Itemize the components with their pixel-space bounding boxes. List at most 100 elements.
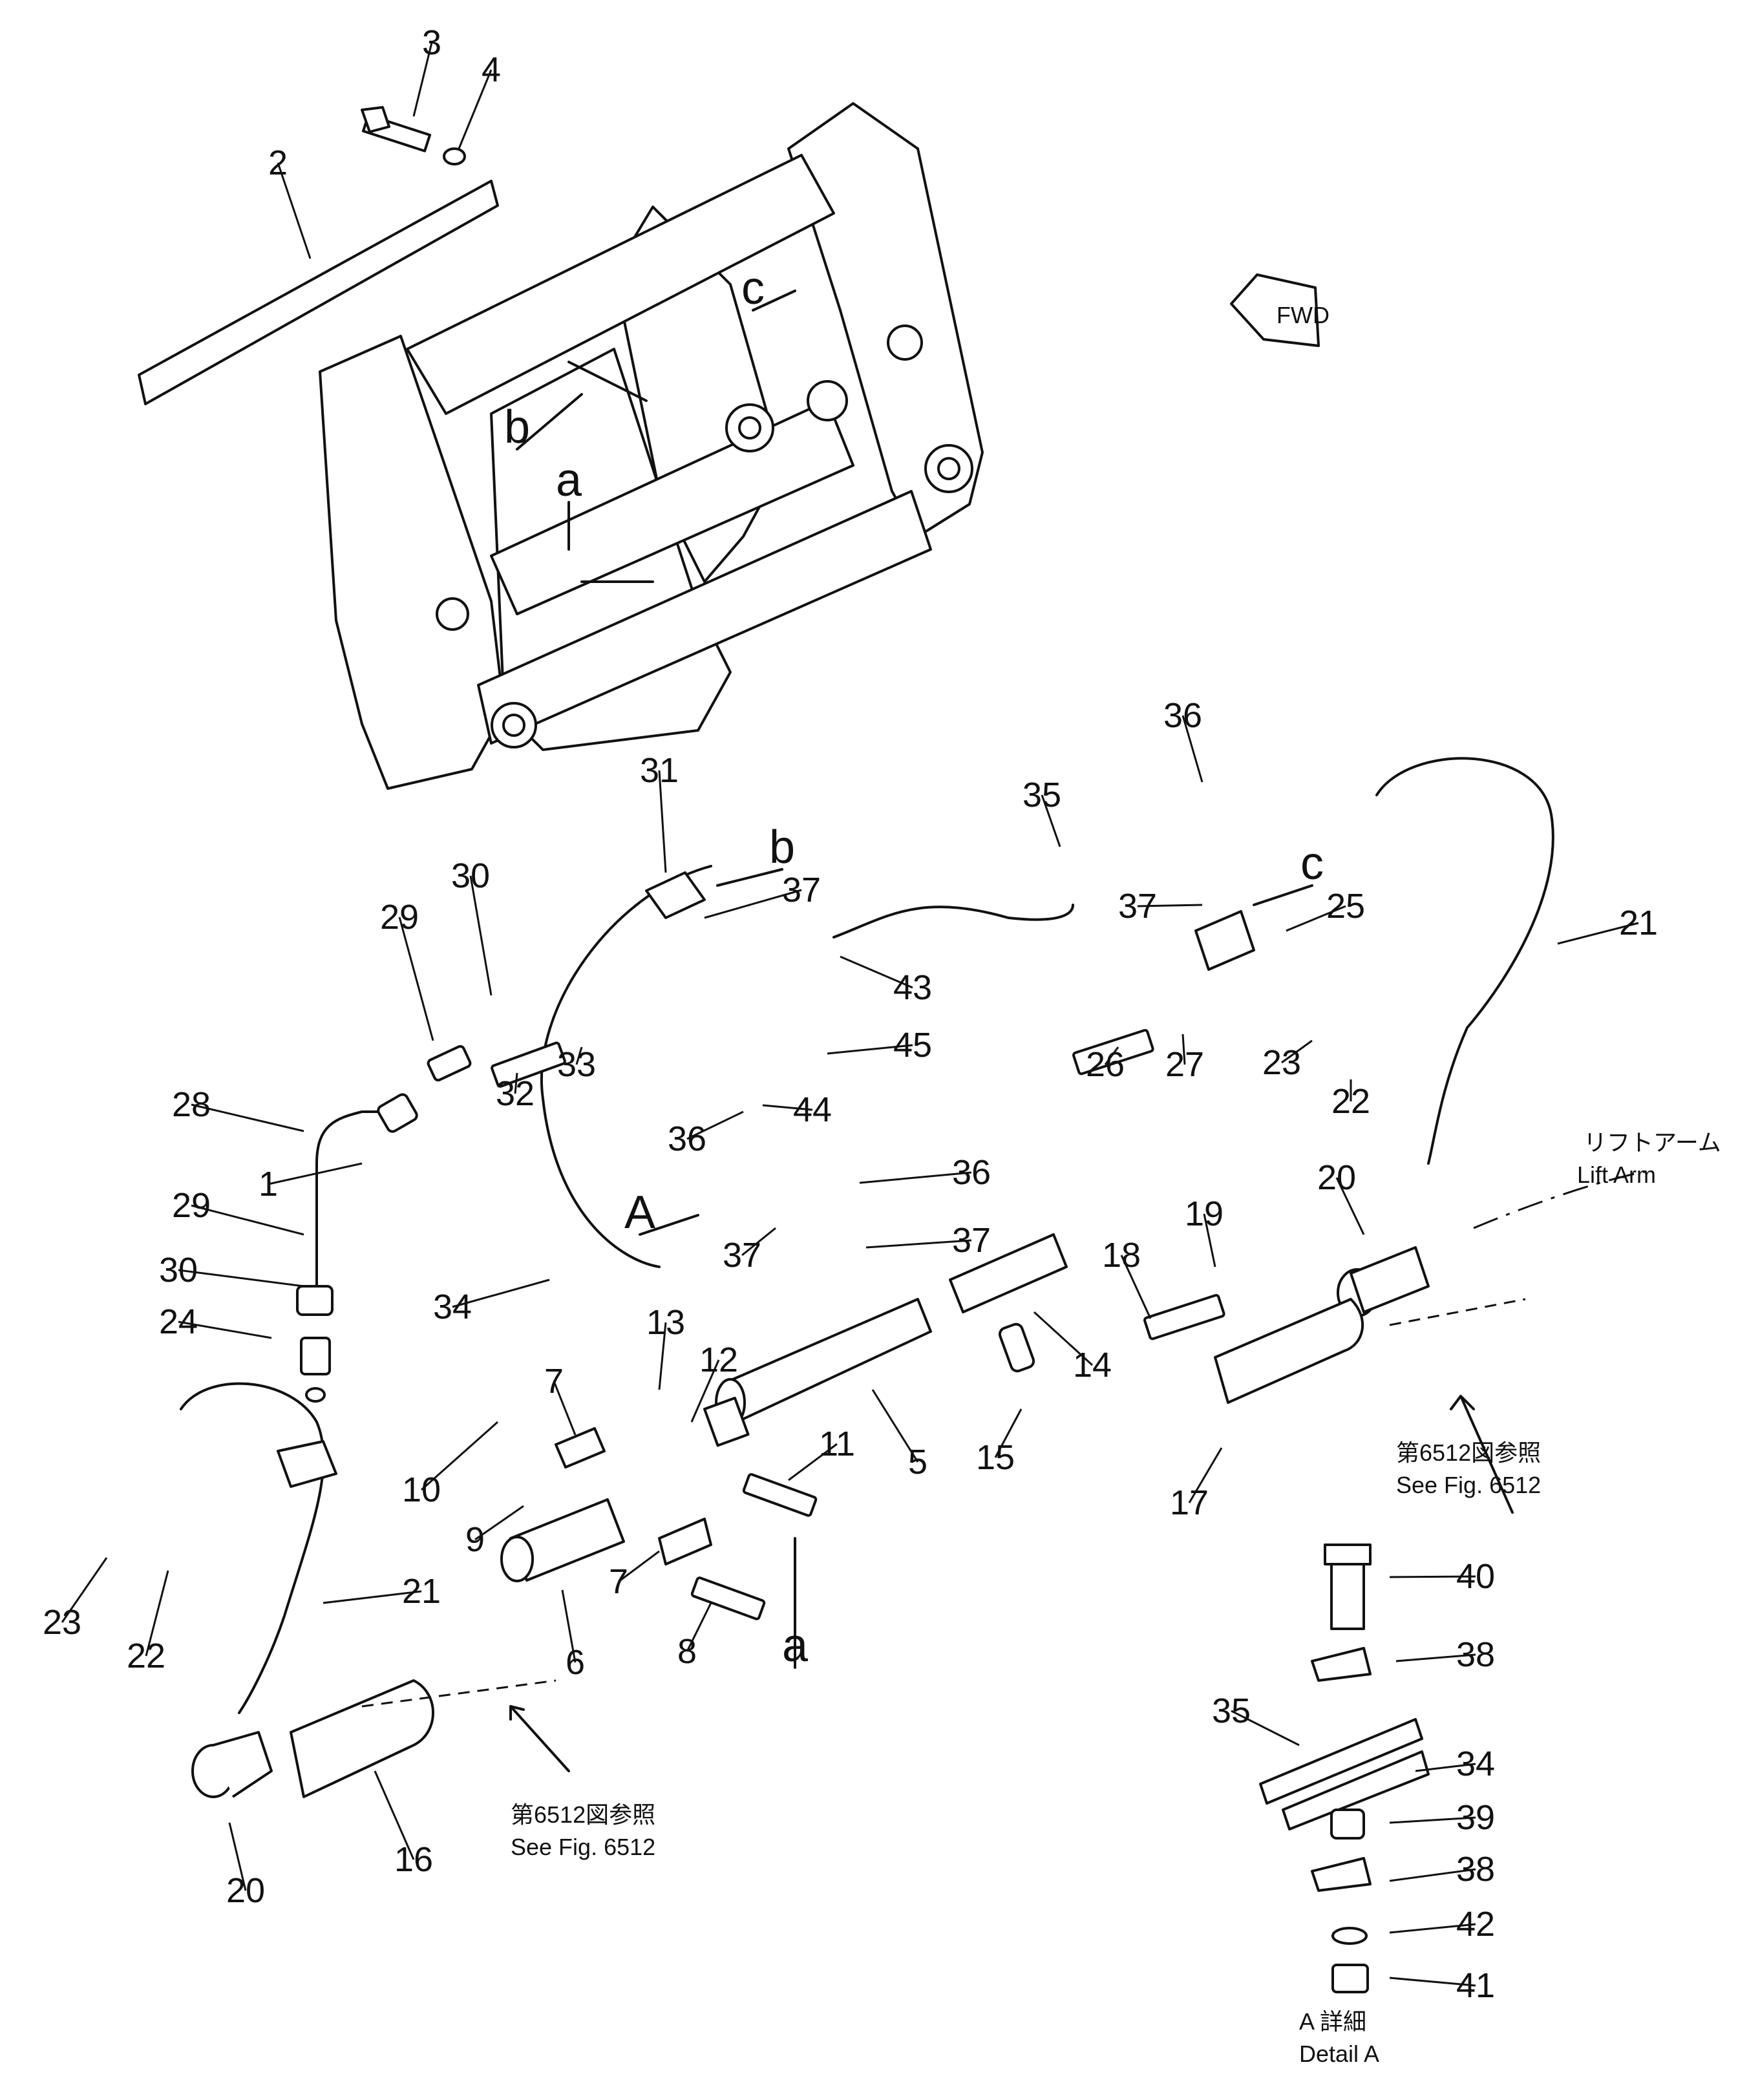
part-callout-16: 16 bbox=[394, 1840, 433, 1879]
callout-leader bbox=[1389, 1575, 1476, 1578]
leader-see-fig-right bbox=[1450, 1395, 1514, 1514]
pipe-28 bbox=[296, 1093, 418, 1316]
washer-4 bbox=[443, 147, 466, 165]
part-callout-17: 17 bbox=[1170, 1483, 1209, 1522]
part-callout-38: 38 bbox=[1456, 1850, 1495, 1889]
callout-leader bbox=[1557, 922, 1639, 945]
part-callout-9: 9 bbox=[465, 1520, 485, 1559]
callout-leader bbox=[704, 889, 802, 919]
part-callout-21: 21 bbox=[1619, 904, 1658, 942]
callout-leader bbox=[421, 1421, 498, 1491]
pin-boss bbox=[436, 597, 469, 631]
nut-41 bbox=[1331, 1964, 1369, 1993]
part-callout-37: 37 bbox=[723, 1236, 761, 1275]
part-callout-35: 35 bbox=[1212, 1692, 1251, 1730]
lift-arm-jp: リフトアーム bbox=[1584, 1129, 1721, 1156]
part-callout-12: 12 bbox=[699, 1341, 738, 1379]
part-callout-30: 30 bbox=[159, 1251, 198, 1289]
reference-arrow bbox=[516, 393, 583, 451]
part-callout-2: 2 bbox=[268, 143, 288, 182]
callout-leader bbox=[1041, 794, 1061, 847]
callout-leader bbox=[412, 42, 433, 117]
part-callout-41: 41 bbox=[1456, 1966, 1495, 2005]
hose-continuation-right bbox=[1389, 1298, 1526, 1326]
detail-a-jp: A 詳細 bbox=[1299, 2008, 1366, 2035]
callout-leader bbox=[865, 1239, 972, 1249]
spacer-39 bbox=[1330, 1808, 1365, 1840]
block-31 bbox=[645, 871, 706, 919]
part-callout-36: 36 bbox=[668, 1119, 706, 1158]
reference-letter-A: A bbox=[624, 1187, 655, 1238]
reference-arrow bbox=[639, 1214, 699, 1236]
callout-leader bbox=[762, 1104, 813, 1111]
callout-leader bbox=[514, 1072, 518, 1094]
callout-leader bbox=[469, 875, 493, 996]
callout-leader bbox=[145, 1570, 169, 1657]
part-callout-22: 22 bbox=[1331, 1082, 1370, 1121]
bolt-26 bbox=[1072, 1028, 1154, 1076]
washer-42 bbox=[1331, 1927, 1368, 1945]
bolt-32 bbox=[491, 1041, 566, 1088]
part-callout-27: 27 bbox=[1165, 1045, 1204, 1084]
pin-boss-hole bbox=[937, 457, 960, 480]
cross-tube-middle bbox=[490, 399, 854, 615]
bolt-18 bbox=[1143, 1293, 1225, 1341]
frame-side-plate-left bbox=[319, 335, 505, 790]
part-callout-43: 43 bbox=[893, 968, 932, 1007]
part-callout-36: 36 bbox=[952, 1153, 991, 1192]
reference-arrow bbox=[716, 868, 783, 887]
callout-leader bbox=[1389, 1868, 1476, 1882]
callout-leader bbox=[690, 1359, 720, 1423]
callout-leader bbox=[859, 1171, 972, 1184]
callout-leader bbox=[1203, 1213, 1216, 1267]
part-callout-31: 31 bbox=[640, 751, 679, 790]
part-callout-11: 11 bbox=[819, 1425, 855, 1463]
sleeve-14 bbox=[949, 1233, 1068, 1313]
callout-leader bbox=[1281, 1039, 1313, 1064]
frame-assembly bbox=[138, 102, 984, 790]
bolt-11 bbox=[742, 1473, 818, 1517]
part-callout-39: 39 bbox=[1456, 1798, 1495, 1837]
part-callout-29: 29 bbox=[172, 1186, 211, 1225]
part-callout-18: 18 bbox=[1102, 1236, 1141, 1275]
callout-leader bbox=[1335, 1177, 1365, 1235]
part-callout-15: 15 bbox=[976, 1438, 1015, 1477]
part-callout-3: 3 bbox=[422, 23, 441, 62]
part-callout-1: 1 bbox=[259, 1165, 278, 1204]
pin-boss bbox=[807, 380, 848, 421]
bracket-17 bbox=[1214, 1298, 1364, 1404]
frame-side-plate-right bbox=[787, 102, 984, 538]
part-callout-7: 7 bbox=[609, 1562, 628, 1601]
pin-6-end bbox=[500, 1536, 534, 1582]
callout-leader bbox=[191, 1103, 304, 1132]
part-callout-13: 13 bbox=[646, 1303, 685, 1342]
callout-leader bbox=[1033, 1311, 1094, 1366]
callout-leader bbox=[1395, 1653, 1476, 1662]
hose-34-detail bbox=[1282, 1750, 1430, 1830]
callout-leader bbox=[686, 1110, 744, 1140]
union-29 bbox=[427, 1045, 472, 1082]
bolt-40 bbox=[1330, 1556, 1365, 1630]
callout-leader bbox=[741, 1227, 776, 1257]
see-fig-left-en: See Fig. 6512 bbox=[511, 1834, 655, 1860]
part-callout-40: 40 bbox=[1456, 1557, 1495, 1596]
reference-arrow bbox=[1253, 884, 1313, 906]
callout-leader bbox=[1182, 715, 1203, 783]
callout-leader bbox=[474, 1505, 524, 1541]
part-callout-37: 37 bbox=[952, 1221, 991, 1260]
part-callout-37: 37 bbox=[1118, 887, 1157, 926]
callout-leader bbox=[1188, 1447, 1223, 1503]
part-callout-30: 30 bbox=[451, 856, 490, 895]
callout-leader bbox=[1231, 1710, 1300, 1746]
callout-leader bbox=[268, 1162, 363, 1185]
part-callout-22: 22 bbox=[127, 1637, 165, 1675]
see-fig-right-jp: 第6512図参照 bbox=[1396, 1439, 1541, 1466]
part-callout-5: 5 bbox=[908, 1443, 927, 1481]
part-callout-37: 37 bbox=[782, 871, 821, 909]
bracket-16 bbox=[290, 1679, 434, 1798]
lift-arm-en: Lift Arm bbox=[1577, 1161, 1656, 1188]
bolt-40-head bbox=[1324, 1543, 1372, 1565]
part-callout-33: 33 bbox=[557, 1045, 596, 1084]
hose-34 bbox=[540, 865, 712, 1268]
